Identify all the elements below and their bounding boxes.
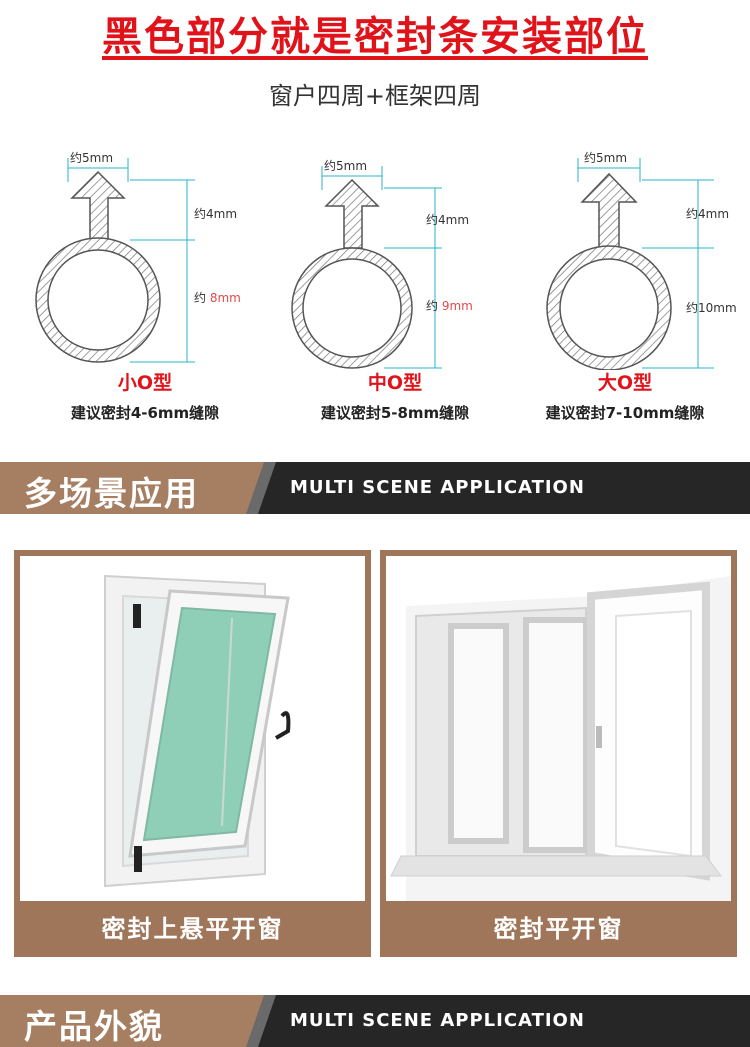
section-title-en: MULTI SCENE APPLICATION: [290, 1010, 585, 1031]
scene-card-tilt: 密封上悬平开窗: [14, 550, 371, 957]
tilt-window-icon: [104, 574, 291, 888]
section-title-cn: 多场景应用: [24, 474, 199, 513]
scene-card-casement: 密封平开窗: [380, 550, 737, 957]
profile-large: 约5mm 约4mm 约10mm 大O型 建议密封7-10mm缝隙: [500, 140, 750, 450]
bottom-prefix: 约: [194, 290, 206, 305]
profile-suggest: 建议密封4-6mm缝隙: [70, 404, 220, 422]
profile-medium-icon: 约5mm 约4mm 约 9mm: [291, 158, 473, 369]
bottom-height-label: 9mm: [442, 299, 473, 313]
page-title: 黑色部分就是密封条安装部位: [102, 14, 648, 60]
page-subtitle: 窗户四周+框架四周: [268, 82, 482, 110]
section-banner-scenes: 多场景应用 MULTI SCENE APPLICATION: [0, 462, 750, 514]
profile-type: 小O型: [117, 372, 173, 394]
profile-small: 约5mm 约4mm 约 8mm 小O型 建议密封4-6mm缝隙: [20, 140, 270, 450]
svg-text:约 8mm: 约 8mm: [194, 290, 241, 305]
width-label: 约5mm: [70, 150, 113, 165]
width-label: 约5mm: [584, 150, 627, 165]
profile-medium: 约5mm 约4mm 约 9mm 中O型 建议密封5-8mm缝隙: [270, 140, 520, 450]
profile-type: 大O型: [597, 372, 653, 394]
scene-caption: 密封上悬平开窗: [101, 915, 284, 943]
profile-suggest: 建议密封7-10mm缝隙: [545, 404, 705, 422]
scene-photo: [386, 556, 731, 901]
top-height-label: 约4mm: [426, 212, 469, 227]
section-title-cn: 产品外貌: [24, 1007, 164, 1046]
profile-large-icon: 约5mm 约4mm 约10mm: [546, 150, 737, 370]
bottom-height-label: 10mm: [698, 301, 737, 315]
profile-suggest: 建议密封5-8mm缝隙: [320, 404, 470, 422]
banner-accent: [0, 995, 275, 1047]
width-label: 约5mm: [324, 158, 367, 173]
scene-caption: 密封平开窗: [493, 915, 624, 943]
bottom-prefix: 约: [686, 300, 698, 315]
casement-window-icon: [390, 576, 731, 901]
profile-type: 中O型: [367, 372, 423, 394]
svg-text:约10mm: 约10mm: [686, 300, 737, 315]
svg-text:约 9mm: 约 9mm: [426, 298, 473, 313]
banner-accent: [0, 462, 275, 514]
top-height-label: 约4mm: [194, 206, 237, 221]
bottom-prefix: 约: [426, 298, 438, 313]
bottom-height-label: 8mm: [210, 291, 241, 305]
top-height-label: 约4mm: [686, 206, 729, 221]
scene-photo: [20, 556, 365, 901]
section-title-en: MULTI SCENE APPLICATION: [290, 477, 585, 498]
section-banner-product: 产品外貌 MULTI SCENE APPLICATION: [0, 995, 750, 1047]
profile-small-icon: 约5mm 约4mm 约 8mm: [35, 150, 241, 363]
